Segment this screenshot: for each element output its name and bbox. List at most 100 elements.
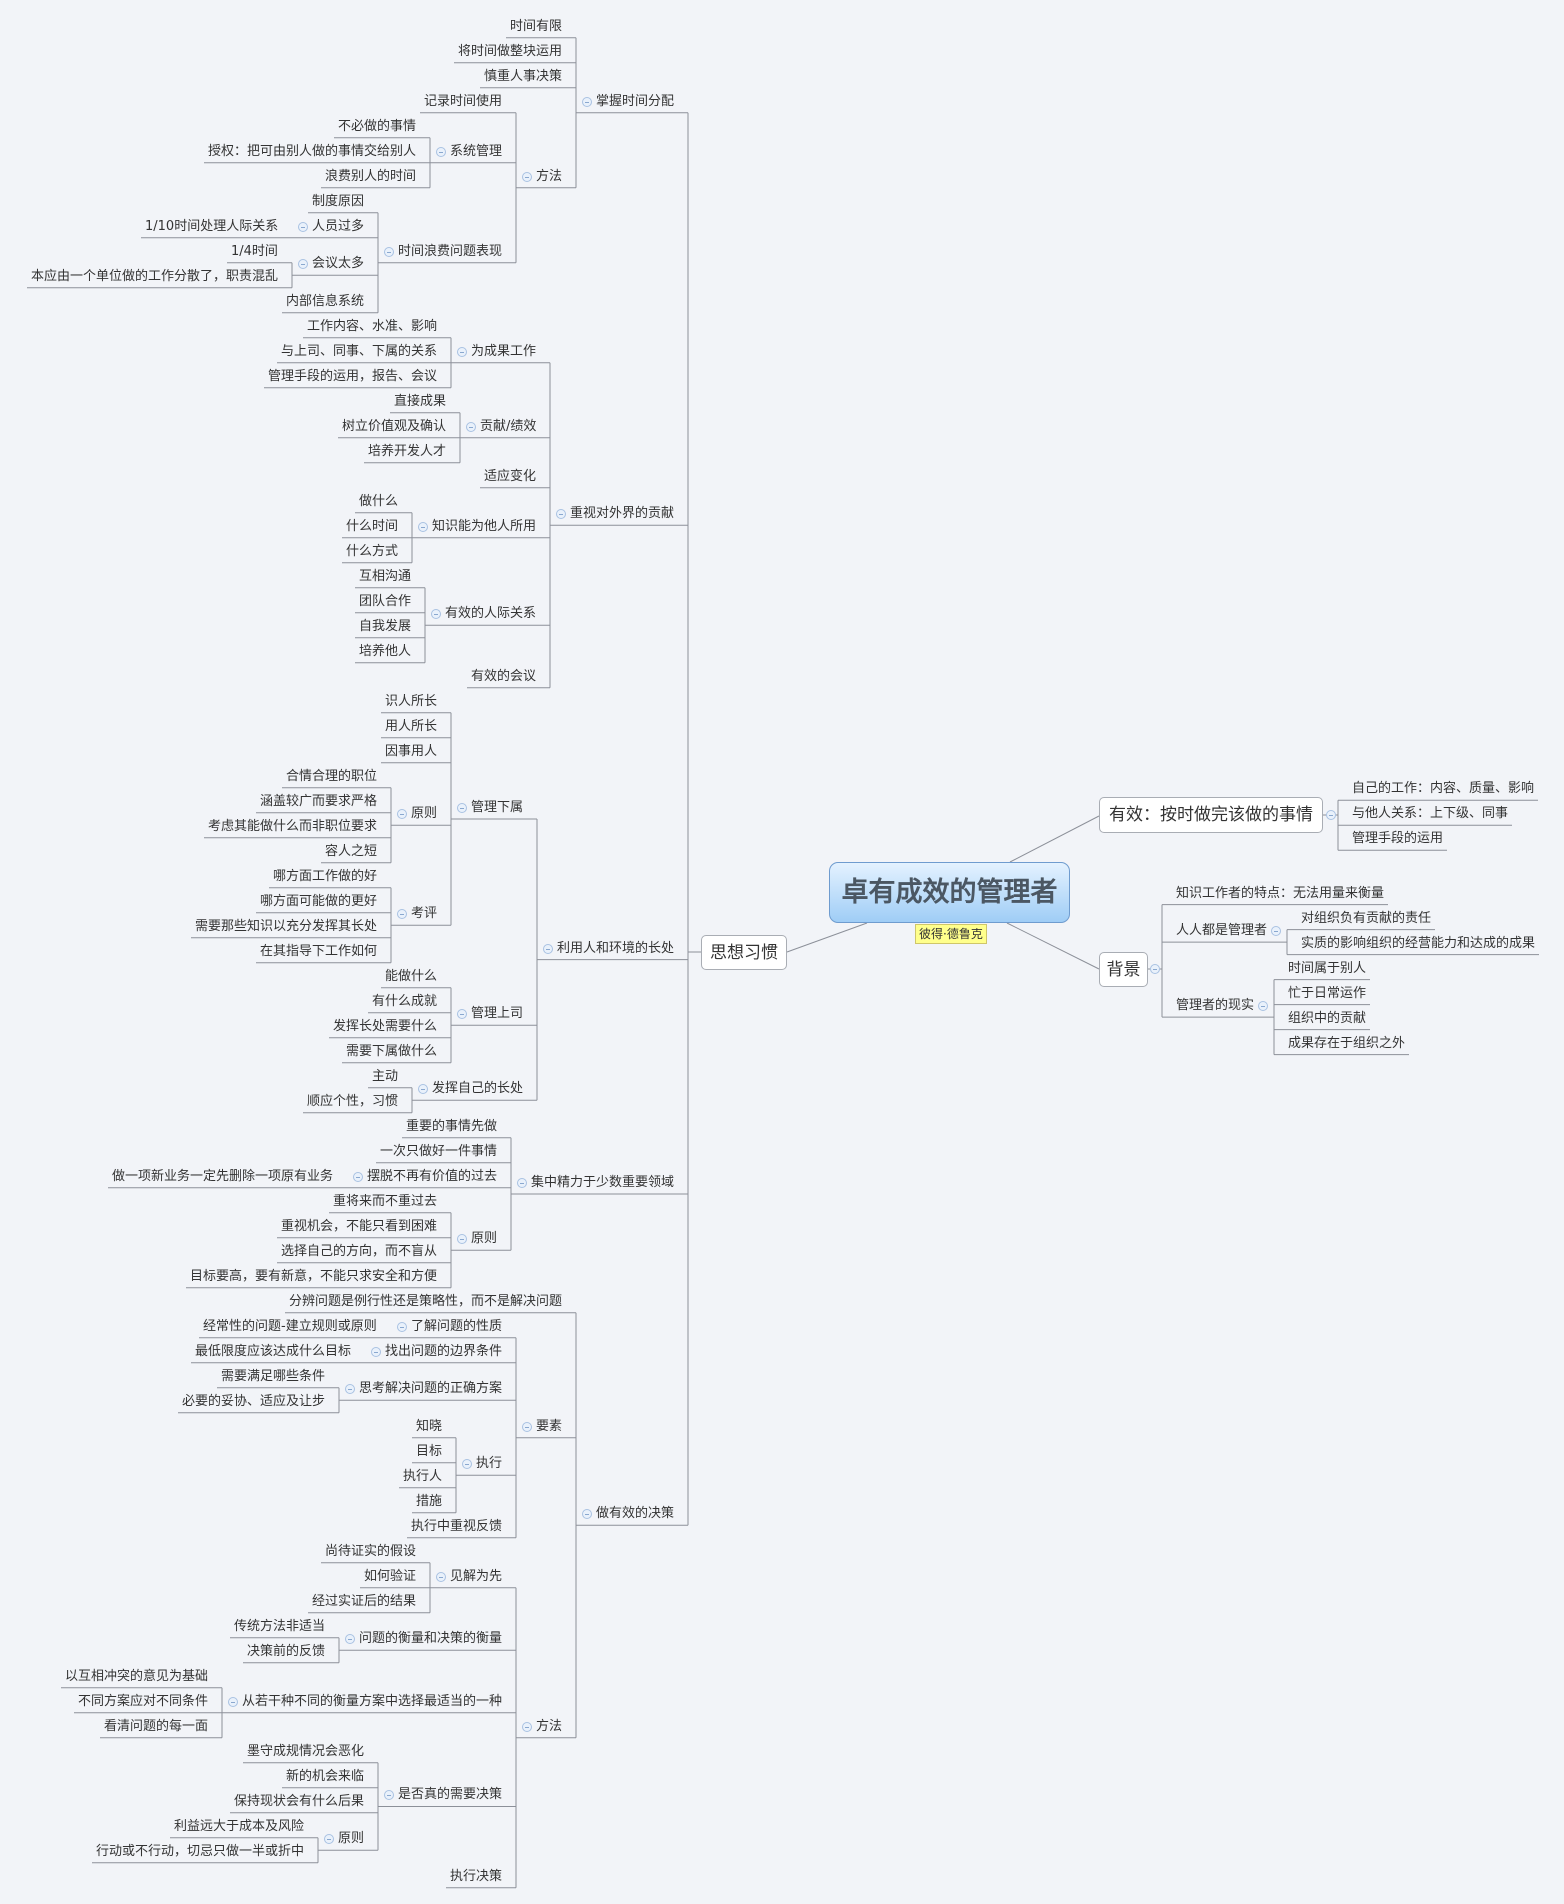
leaf-topic-node[interactable]: 分辨问题是例行性还是策略性，而不是解决问题 bbox=[289, 1293, 563, 1309]
leaf-topic-node[interactable]: 对组织负有贡献的责任 bbox=[1301, 910, 1432, 926]
topic-node[interactable]: 时间浪费问题表现 bbox=[398, 243, 503, 259]
topic-node[interactable]: 从若干种不同的衡量方案中选择最适当的一种 bbox=[242, 1693, 503, 1709]
topic-node[interactable]: 系统管理 bbox=[450, 143, 503, 159]
leaf-topic-node[interactable]: 哪方面工作做的好 bbox=[273, 868, 378, 884]
leaf-topic-node[interactable]: 能做什么 bbox=[385, 968, 438, 984]
leaf-topic-node[interactable]: 目标 bbox=[416, 1443, 443, 1459]
leaf-topic-node[interactable]: 不同方案应对不同条件 bbox=[78, 1693, 209, 1709]
collapse-icon[interactable] bbox=[457, 1234, 467, 1245]
leaf-topic-node[interactable]: 培养他人 bbox=[359, 643, 412, 659]
collapse-icon[interactable] bbox=[457, 346, 467, 357]
collapse-icon[interactable] bbox=[384, 1790, 394, 1801]
leaf-topic-node[interactable]: 重将来而不重过去 bbox=[333, 1193, 438, 1209]
leaf-topic-node[interactable]: 记录时间使用 bbox=[424, 93, 503, 109]
topic-node[interactable]: 摆脱不再有价值的过去 bbox=[367, 1168, 498, 1184]
topic-node[interactable]: 会议太多 bbox=[312, 256, 365, 272]
leaf-topic-node[interactable]: 什么时间 bbox=[346, 518, 399, 534]
collapse-icon[interactable] bbox=[1271, 926, 1281, 937]
collapse-icon[interactable] bbox=[1150, 964, 1160, 974]
leaf-topic-node[interactable]: 有什么成就 bbox=[372, 993, 438, 1009]
topic-node[interactable]: 为成果工作 bbox=[471, 343, 537, 359]
topic-node[interactable]: 原则 bbox=[471, 1231, 498, 1247]
collapse-icon[interactable] bbox=[345, 1634, 355, 1645]
leaf-topic-node[interactable]: 经常性的问题-建立规则或原则 bbox=[203, 1318, 377, 1334]
collapse-icon[interactable] bbox=[582, 1509, 592, 1520]
leaf-topic-node[interactable]: 适应变化 bbox=[484, 468, 537, 484]
leaf-topic-node[interactable]: 保持现状会有什么后果 bbox=[234, 1793, 365, 1809]
leaf-topic-node[interactable]: 团队合作 bbox=[359, 593, 412, 609]
leaf-topic-node[interactable]: 需要下属做什么 bbox=[346, 1043, 438, 1059]
leaf-topic-node[interactable]: 培养开发人才 bbox=[368, 443, 447, 459]
leaf-topic-node[interactable]: 树立价值观及确认 bbox=[342, 418, 447, 434]
leaf-topic-node[interactable]: 行动或不行动，切忌只做一半或折中 bbox=[96, 1843, 305, 1859]
topic-node[interactable]: 了解问题的性质 bbox=[411, 1318, 503, 1334]
leaf-topic-node[interactable]: 最低限度应该达成什么目标 bbox=[195, 1343, 352, 1359]
leaf-topic-node[interactable]: 什么方式 bbox=[346, 543, 399, 559]
collapse-icon[interactable] bbox=[397, 909, 407, 920]
leaf-topic-node[interactable]: 执行决策 bbox=[450, 1868, 503, 1884]
leaf-topic-node[interactable]: 如何验证 bbox=[364, 1568, 417, 1584]
collapse-icon[interactable] bbox=[522, 1721, 532, 1732]
topic-node[interactable]: 原则 bbox=[338, 1831, 365, 1847]
leaf-topic-node[interactable]: 时间有限 bbox=[510, 18, 563, 34]
leaf-topic-node[interactable]: 将时间做整块运用 bbox=[458, 43, 563, 59]
topic-node[interactable]: 问题的衡量和决策的衡量 bbox=[359, 1631, 503, 1647]
leaf-topic-node[interactable]: 涵盖较广而要求严格 bbox=[260, 793, 378, 809]
leaf-topic-node[interactable]: 与上司、同事、下属的关系 bbox=[281, 343, 438, 359]
leaf-topic-node[interactable]: 知识工作者的特点：无法用量来衡量 bbox=[1176, 885, 1385, 901]
topic-node[interactable]: 方法 bbox=[536, 1718, 563, 1734]
topic-node[interactable]: 见解为先 bbox=[450, 1568, 503, 1584]
leaf-topic-node[interactable]: 发挥长处需要什么 bbox=[333, 1018, 438, 1034]
leaf-topic-node[interactable]: 做什么 bbox=[359, 493, 399, 509]
leaf-topic-node[interactable]: 一次只做好一件事情 bbox=[380, 1143, 498, 1159]
collapse-icon[interactable] bbox=[324, 1834, 334, 1845]
leaf-topic-node[interactable]: 合情合理的职位 bbox=[286, 768, 378, 784]
leaf-topic-node[interactable]: 忙于日常运作 bbox=[1288, 985, 1367, 1001]
leaf-topic-node[interactable]: 需要那些知识以充分发挥其长处 bbox=[195, 918, 378, 934]
leaf-topic-node[interactable]: 执行中重视反馈 bbox=[411, 1518, 503, 1534]
collapse-icon[interactable] bbox=[353, 1171, 363, 1182]
leaf-topic-node[interactable]: 慎重人事决策 bbox=[484, 68, 563, 84]
collapse-icon[interactable] bbox=[436, 146, 446, 157]
leaf-topic-node[interactable]: 措施 bbox=[416, 1493, 443, 1509]
topic-node[interactable]: 集中精力于少数重要领域 bbox=[531, 1174, 675, 1190]
leaf-topic-node[interactable]: 重要的事情先做 bbox=[406, 1118, 498, 1134]
topic-node[interactable]: 方法 bbox=[536, 168, 563, 184]
leaf-topic-node[interactable]: 浪费别人的时间 bbox=[325, 168, 417, 184]
main-topic-effective[interactable]: 有效：按时做完该做的事情 bbox=[1099, 797, 1323, 833]
topic-node[interactable]: 人员过多 bbox=[312, 218, 365, 234]
leaf-topic-node[interactable]: 管理手段的运用，报告、会议 bbox=[268, 368, 438, 384]
topic-node[interactable]: 发挥自己的长处 bbox=[432, 1081, 524, 1097]
collapse-icon[interactable] bbox=[1258, 1001, 1268, 1012]
topic-node[interactable]: 利用人和环境的长处 bbox=[557, 940, 675, 956]
collapse-icon[interactable] bbox=[298, 259, 308, 270]
topic-node[interactable]: 有效的人际关系 bbox=[445, 606, 537, 622]
topic-node[interactable]: 人人都是管理者 bbox=[1176, 923, 1268, 939]
leaf-topic-node[interactable]: 实质的影响组织的经营能力和达成的成果 bbox=[1301, 935, 1536, 951]
leaf-topic-node[interactable]: 以互相冲突的意见为基础 bbox=[65, 1668, 209, 1684]
collapse-icon[interactable] bbox=[298, 221, 308, 232]
leaf-topic-node[interactable]: 识人所长 bbox=[385, 693, 438, 709]
leaf-topic-node[interactable]: 容人之短 bbox=[325, 843, 378, 859]
collapse-icon[interactable] bbox=[556, 509, 566, 520]
topic-node[interactable]: 知识能为他人所用 bbox=[432, 518, 537, 534]
topic-node[interactable]: 原则 bbox=[411, 806, 438, 822]
collapse-icon[interactable] bbox=[397, 809, 407, 820]
leaf-topic-node[interactable]: 自己的工作：内容、质量、影响 bbox=[1352, 781, 1535, 797]
topic-node[interactable]: 做有效的决策 bbox=[596, 1506, 675, 1522]
collapse-icon[interactable] bbox=[418, 521, 428, 532]
leaf-topic-node[interactable]: 自我发展 bbox=[359, 618, 412, 634]
main-topic-background[interactable]: 背景 bbox=[1099, 952, 1148, 987]
leaf-topic-node[interactable]: 新的机会来临 bbox=[286, 1768, 365, 1784]
collapse-icon[interactable] bbox=[457, 1009, 467, 1020]
topic-node[interactable]: 管理上司 bbox=[471, 1006, 524, 1022]
leaf-topic-node[interactable]: 互相沟通 bbox=[359, 568, 412, 584]
topic-node[interactable]: 要素 bbox=[536, 1418, 563, 1434]
leaf-topic-node[interactable]: 目标要高，要有新意，不能只求安全和方便 bbox=[190, 1268, 438, 1284]
leaf-topic-node[interactable]: 本应由一个单位做的工作分散了，职责混乱 bbox=[31, 268, 279, 284]
topic-node[interactable]: 思考解决问题的正确方案 bbox=[359, 1381, 503, 1397]
topic-node[interactable]: 管理下属 bbox=[471, 799, 524, 815]
leaf-topic-node[interactable]: 与他人关系：上下级、同事 bbox=[1352, 806, 1509, 822]
collapse-icon[interactable] bbox=[431, 609, 441, 620]
collapse-icon[interactable] bbox=[582, 96, 592, 107]
